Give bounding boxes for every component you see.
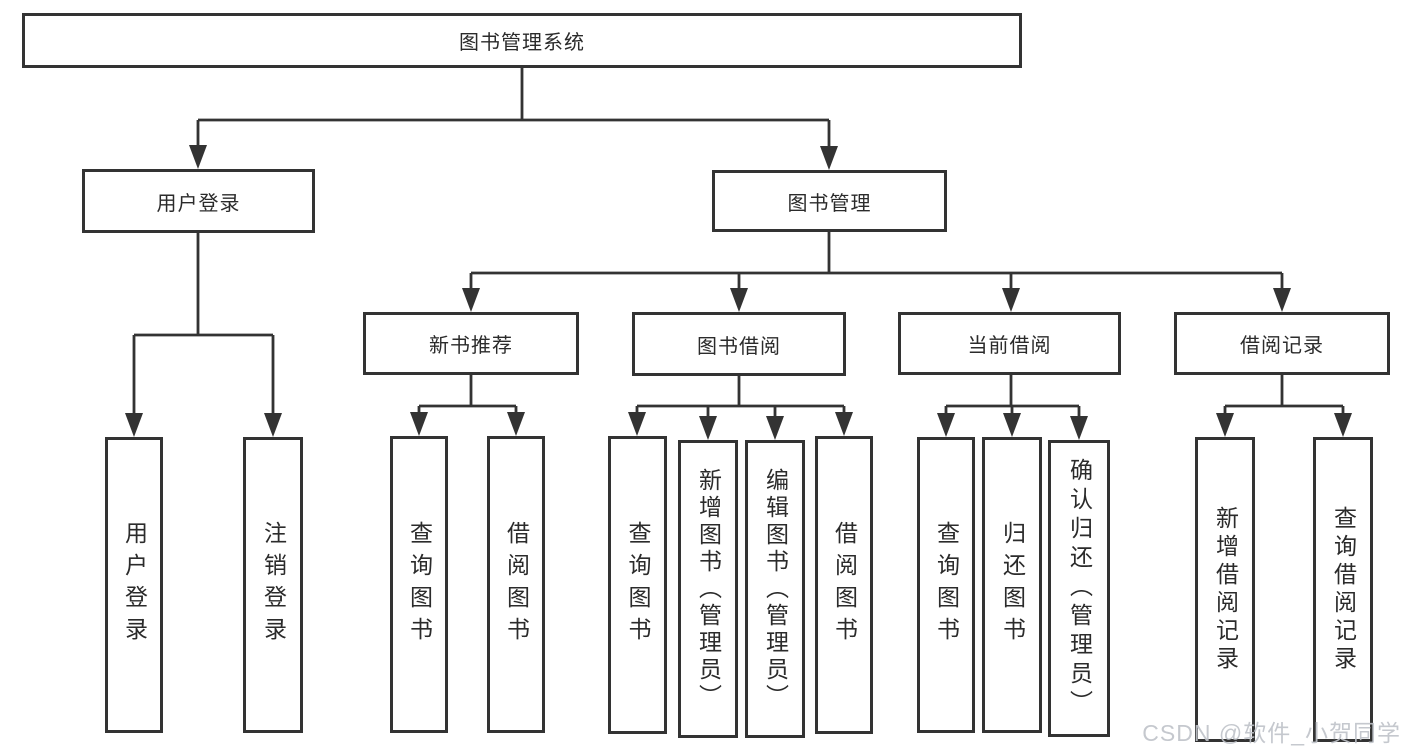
arrow-down-icon	[1216, 413, 1234, 437]
arrow-down-icon	[730, 288, 748, 312]
leaf-query-books: 查询图书	[390, 436, 448, 733]
leaf-return-books: 归还图书	[982, 437, 1042, 733]
leaf-add-borrow-record: 新增借阅记录	[1195, 437, 1255, 742]
arrow-down-icon	[189, 145, 207, 169]
node-borrow-records: 借阅记录	[1174, 312, 1390, 375]
leaf-borrow-books: 借阅图书	[487, 436, 545, 733]
node-book-borrow: 图书借阅	[632, 312, 846, 376]
csdn-watermark: CSDN @软件_小贺同学	[1142, 720, 1401, 746]
leaf-query-books: 查询图书	[917, 437, 975, 733]
arrow-down-icon	[766, 416, 784, 440]
arrow-down-icon	[820, 146, 838, 170]
arrow-down-icon	[264, 413, 282, 437]
arrow-down-icon	[462, 288, 480, 312]
leaf-add-books-admin: 新增图书（管理员）	[678, 440, 738, 738]
node-root-system: 图书管理系统	[22, 13, 1022, 68]
arrow-down-icon	[507, 412, 525, 436]
arrow-down-icon	[1002, 288, 1020, 312]
leaf-logout: 注销登录	[243, 437, 303, 733]
arrow-down-icon	[1334, 413, 1352, 437]
arrow-down-icon	[835, 412, 853, 436]
leaf-borrow-books: 借阅图书	[815, 436, 873, 734]
leaf-query-borrow-record: 查询借阅记录	[1313, 437, 1373, 742]
arrow-down-icon	[1273, 288, 1291, 312]
connector-path	[132, 68, 1345, 423]
arrow-down-icon	[1070, 416, 1088, 440]
node-user-login-module: 用户登录	[82, 169, 315, 233]
node-new-book-recommend: 新书推荐	[363, 312, 579, 375]
arrow-down-icon	[125, 413, 143, 437]
node-book-management-module: 图书管理	[712, 170, 947, 232]
leaf-query-books: 查询图书	[608, 436, 667, 734]
arrow-down-icon	[1003, 413, 1021, 437]
arrow-down-icon	[937, 413, 955, 437]
arrow-down-icon	[699, 416, 717, 440]
leaf-confirm-return-admin: 确认归还（管理员）	[1048, 440, 1110, 737]
arrow-down-icon	[410, 412, 428, 436]
arrow-down-icon	[628, 412, 646, 436]
leaf-edit-books-admin: 编辑图书（管理员）	[745, 440, 805, 738]
node-current-borrow: 当前借阅	[898, 312, 1121, 375]
leaf-user-login: 用户登录	[105, 437, 163, 733]
